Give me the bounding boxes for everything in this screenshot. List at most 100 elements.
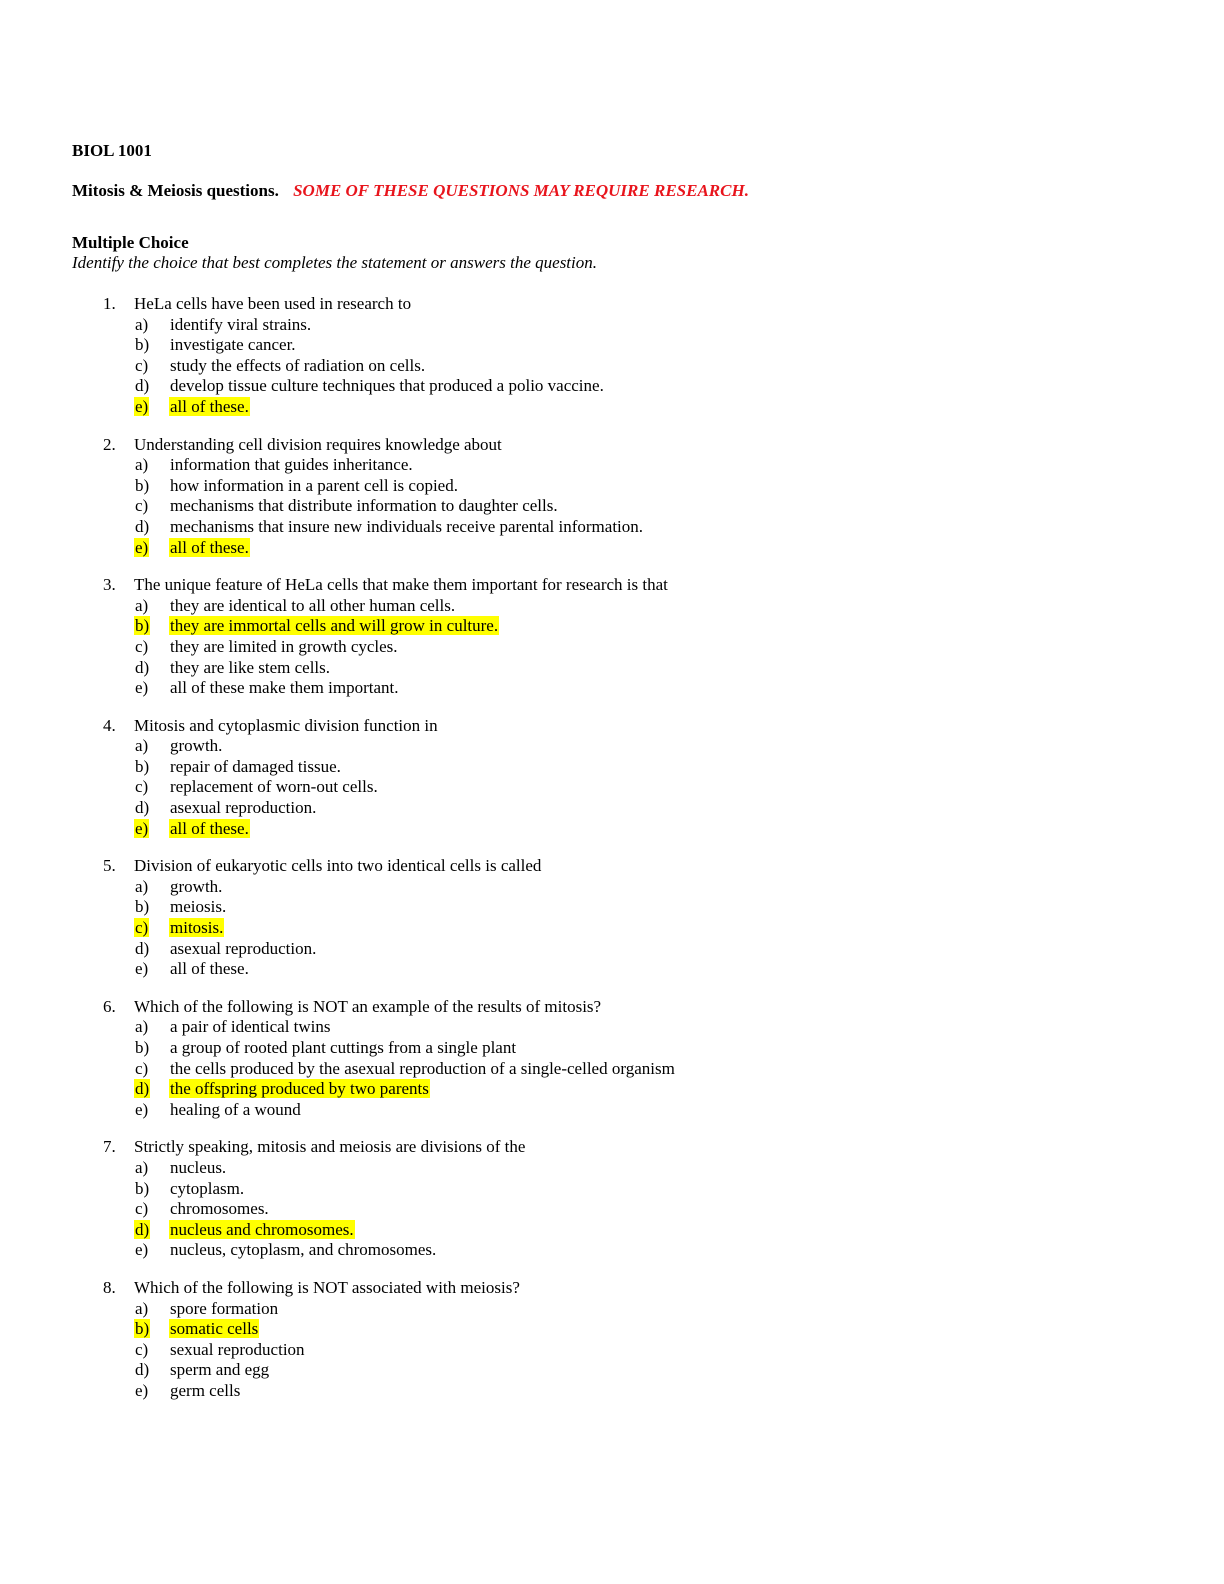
option-letter-cell: e) (134, 1381, 169, 1402)
option-letter: a) (135, 1298, 149, 1318)
option-text: all of these make them important. (170, 678, 399, 698)
answer-option-highlighted: c)mitosis. (72, 918, 1152, 939)
question-text: HeLa cells have been used in research to (134, 294, 412, 313)
option-letter: b) (135, 756, 150, 776)
option-letter: c) (135, 636, 149, 656)
option-text: the cells produced by the asexual reprod… (170, 1058, 675, 1078)
question-text: Division of eukaryotic cells into two id… (134, 856, 542, 876)
option-text-cell: develop tissue culture techniques that p… (169, 376, 605, 397)
option-letter-cell: a) (134, 736, 169, 757)
option-text-cell: mechanisms that distribute information t… (169, 496, 559, 517)
option-letter: d) (134, 1079, 151, 1099)
option-letter-cell: b) (134, 616, 169, 637)
option-text: all of these. (169, 396, 250, 416)
option-letter-cell: e) (134, 537, 169, 559)
option-text: asexual reproduction. (170, 798, 317, 818)
question-item: 2. Understanding cell division requires k… (72, 435, 1152, 559)
answer-option: c) they are limited in growth cycles. (72, 637, 1152, 658)
option-text: growth. (170, 736, 223, 756)
question-stem: 6.Which of the following is NOT an examp… (72, 997, 1152, 1018)
option-text: nucleus. (170, 1157, 227, 1177)
option-letter-cell: d) (134, 658, 169, 679)
answer-option-highlighted: d)nucleus and chromosomes. (72, 1219, 1152, 1241)
option-letter-cell: b) (134, 1179, 169, 1200)
option-text: they are limited in growth cycles. (170, 636, 398, 656)
option-text-cell: growth. (169, 736, 223, 757)
option-text: somatic cells (169, 1319, 260, 1339)
option-letter: d) (134, 1219, 151, 1239)
option-letter: a) (135, 314, 149, 334)
option-letter-cell: e) (134, 1100, 169, 1121)
option-text: nucleus, cytoplasm, and chromosomes. (170, 1240, 437, 1260)
option-text-cell: information that guides inheritance. (169, 455, 414, 476)
question-number: 2. (103, 434, 116, 454)
option-text: a pair of identical twins (170, 1017, 331, 1037)
option-text: chromosomes. (170, 1199, 269, 1219)
option-letter-cell: a) (134, 1299, 169, 1320)
question-item: 7. Strictly speaking, mitosis and meiosis… (72, 1137, 1152, 1261)
document-page: BIOL 1001 Mitosis & Meiosis questions. S… (72, 140, 1152, 1419)
option-letter-cell: d) (134, 1360, 169, 1381)
answer-option-highlighted: d)the offspring produced by two parents (72, 1079, 1152, 1100)
option-letter-cell: b) (134, 335, 169, 356)
option-letter-cell: b) (134, 1038, 169, 1059)
answer-option-highlighted: e)all of these. (72, 818, 1152, 840)
question-stem: 2. Understanding cell division requires k… (72, 435, 1152, 456)
document-heading: Mitosis & Meiosis questions. SOME OF THE… (72, 180, 1152, 202)
question-text: Understanding cell division requires kno… (134, 434, 502, 454)
answer-option: c)the cells produced by the asexual repr… (72, 1059, 1152, 1080)
question-item: 6.Which of the following is NOT an examp… (72, 997, 1152, 1121)
option-text: replacement of worn-out cells. (170, 777, 378, 797)
answer-option: d) asexual reproduction. (72, 939, 1152, 960)
option-letter-cell: d) (134, 1079, 169, 1100)
option-text: all of these. (169, 537, 250, 557)
option-text: sperm and egg (170, 1360, 270, 1380)
option-letter-cell: c) (134, 356, 169, 377)
question-item: 3.The unique feature of HeLa cells that … (72, 575, 1152, 699)
answer-option: c)chromosomes. (72, 1199, 1152, 1220)
option-text-cell: they are like stem cells. (169, 658, 331, 679)
option-letter: c) (135, 355, 149, 375)
option-text-cell: identify viral strains. (169, 315, 312, 336)
option-letter: b) (135, 335, 150, 355)
answer-option: b) cytoplasm. (72, 1179, 1152, 1200)
option-text-cell: cytoplasm. (169, 1179, 245, 1200)
answer-option: a)growth. (72, 877, 1152, 898)
answer-option-highlighted: b)they are immortal cells and will grow … (72, 616, 1152, 637)
option-letter-cell: e) (134, 396, 169, 418)
answer-option: c)mechanisms that distribute information… (72, 496, 1152, 517)
option-letter: c) (135, 1339, 149, 1359)
question-text: Strictly speaking, mitosis and meiosis a… (134, 1137, 526, 1157)
option-letter: e) (135, 1240, 149, 1260)
option-text-cell: meiosis. (169, 897, 227, 918)
option-letter: a) (135, 1017, 149, 1037)
option-text: growth. (170, 876, 223, 896)
option-text: they are identical to all other human ce… (170, 595, 456, 615)
option-letter: d) (135, 657, 150, 677)
option-letter-cell: a) (134, 315, 169, 336)
answer-option: e) nucleus, cytoplasm, and chromosomes. (72, 1240, 1152, 1261)
option-text: mitosis. (169, 918, 225, 938)
option-letter-cell: a) (134, 455, 169, 476)
option-text-cell: asexual reproduction. (169, 939, 317, 960)
option-text-cell: nucleus. (169, 1158, 227, 1179)
answer-option-highlighted: e)all of these. (72, 396, 1152, 418)
answer-option: a) a pair of identical twins (72, 1017, 1152, 1038)
question-number: 7. (103, 1137, 116, 1157)
option-letter: d) (135, 1360, 150, 1380)
option-letter: a) (135, 595, 149, 615)
option-letter: b) (135, 897, 150, 917)
option-text: identify viral strains. (170, 314, 312, 334)
option-text: repair of damaged tissue. (170, 756, 341, 776)
question-text: The unique feature of HeLa cells that ma… (134, 575, 668, 595)
option-text-cell: investigate cancer. (169, 335, 297, 356)
option-letter: b) (135, 1178, 150, 1198)
option-letter-cell: a) (134, 877, 169, 898)
option-text: mechanisms that distribute information t… (170, 496, 558, 516)
option-letter-cell: c) (134, 496, 169, 517)
option-text-cell: nucleus, cytoplasm, and chromosomes. (169, 1240, 437, 1261)
question-item: 5.Division of eukaryotic cells into two … (72, 856, 1152, 980)
question-text: Which of the following is NOT an example… (134, 996, 602, 1016)
option-text: all of these. (170, 959, 249, 979)
option-letter: d) (135, 938, 150, 958)
